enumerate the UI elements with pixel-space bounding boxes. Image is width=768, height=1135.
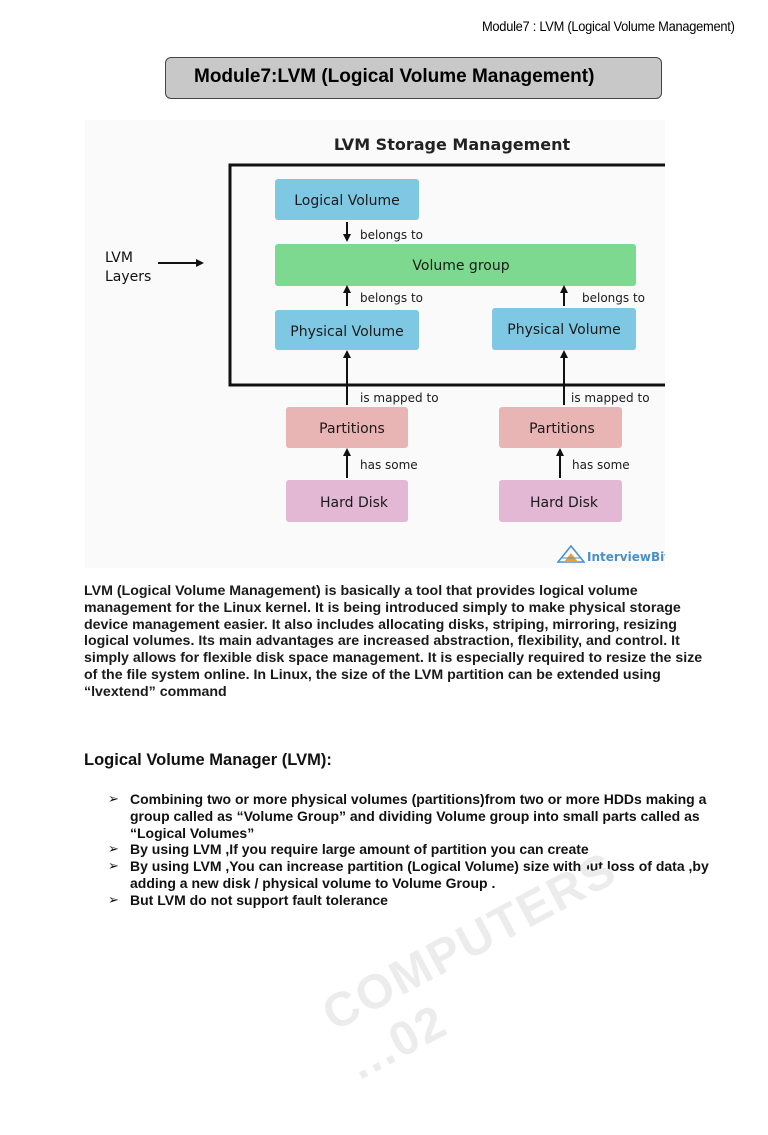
physical-volume-right-label: Physical Volume	[507, 322, 620, 338]
list-item-text: Combining two or more physical volumes (…	[130, 791, 707, 841]
bullet-arrow-icon: ➢	[108, 791, 119, 806]
list-item: ➢ But LVM do not support fault tolerance	[108, 892, 718, 909]
hard-disk-left-label: Hard Disk	[320, 495, 389, 511]
interviewbit-logo-text: InterviewBit	[587, 550, 665, 564]
intro-paragraph: LVM (Logical Volume Management) is basic…	[84, 583, 703, 700]
list-item-text: But LVM do not support fault tolerance	[130, 891, 388, 908]
hard-disk-right-box	[499, 480, 622, 522]
section-heading: Logical Volume Manager (LVM):	[84, 751, 332, 769]
partitions-left-box	[286, 407, 408, 448]
lvm-layers-label-line2: Layers	[105, 269, 151, 285]
partitions-right-label: Partitions	[529, 421, 595, 437]
lv-belongs-to-label: belongs to	[360, 228, 423, 242]
harddisk-left-has-some-label: has some	[360, 458, 418, 472]
bullet-arrow-icon: ➢	[108, 858, 119, 874]
hard-disk-right-label: Hard Disk	[530, 495, 599, 511]
lvm-layers-bracket	[228, 163, 665, 387]
pv-left-belongs-to-label: belongs to	[360, 291, 423, 305]
lvm-diagram-svg: LVM Storage Management LVM Layers Logica…	[105, 135, 665, 564]
interviewbit-logo-icon	[556, 544, 586, 563]
running-header: Module7 : LVM (Logical Volume Management…	[482, 18, 735, 34]
physical-volume-right-box	[492, 308, 636, 350]
hard-disk-left-box	[286, 480, 408, 522]
diagram-title: LVM Storage Management	[334, 135, 571, 154]
list-item: ➢ By using LVM ,If you require large amo…	[108, 841, 718, 858]
partitions-left-label: Partitions	[319, 421, 385, 437]
bullet-arrow-icon: ➢	[108, 841, 119, 857]
physical-volume-left-label: Physical Volume	[290, 324, 403, 340]
module-title-box: Module7:LVM (Logical Volume Management)	[165, 57, 662, 99]
physical-volume-left-box	[275, 310, 419, 350]
volume-group-label: Volume group	[412, 258, 509, 274]
list-item-text: By using LVM ,If you require large amoun…	[130, 841, 589, 858]
partitions-right-box	[499, 407, 622, 448]
list-item: ➢ Combining two or more physical volumes…	[108, 791, 718, 841]
partitions-right-mapped-label: is mapped to	[571, 391, 650, 405]
list-item: ➢ By using LVM ,You can increase partiti…	[108, 858, 718, 892]
list-item-text: By using LVM ,You can increase partition…	[130, 858, 709, 891]
module-title: Module7:LVM (Logical Volume Management)	[194, 66, 595, 87]
logical-volume-box	[275, 179, 419, 220]
feature-list: ➢ Combining two or more physical volumes…	[108, 791, 718, 909]
lvm-layers-label-line1: LVM	[105, 250, 133, 266]
volume-group-box	[275, 244, 636, 286]
lvm-diagram: LVM Storage Management LVM Layers Logica…	[85, 120, 665, 568]
partitions-left-mapped-label: is mapped to	[360, 391, 439, 405]
pv-right-belongs-to-label: belongs to	[582, 291, 645, 305]
bullet-arrow-icon: ➢	[108, 891, 119, 907]
harddisk-right-has-some-label: has some	[572, 458, 630, 472]
logical-volume-label: Logical Volume	[294, 193, 400, 209]
